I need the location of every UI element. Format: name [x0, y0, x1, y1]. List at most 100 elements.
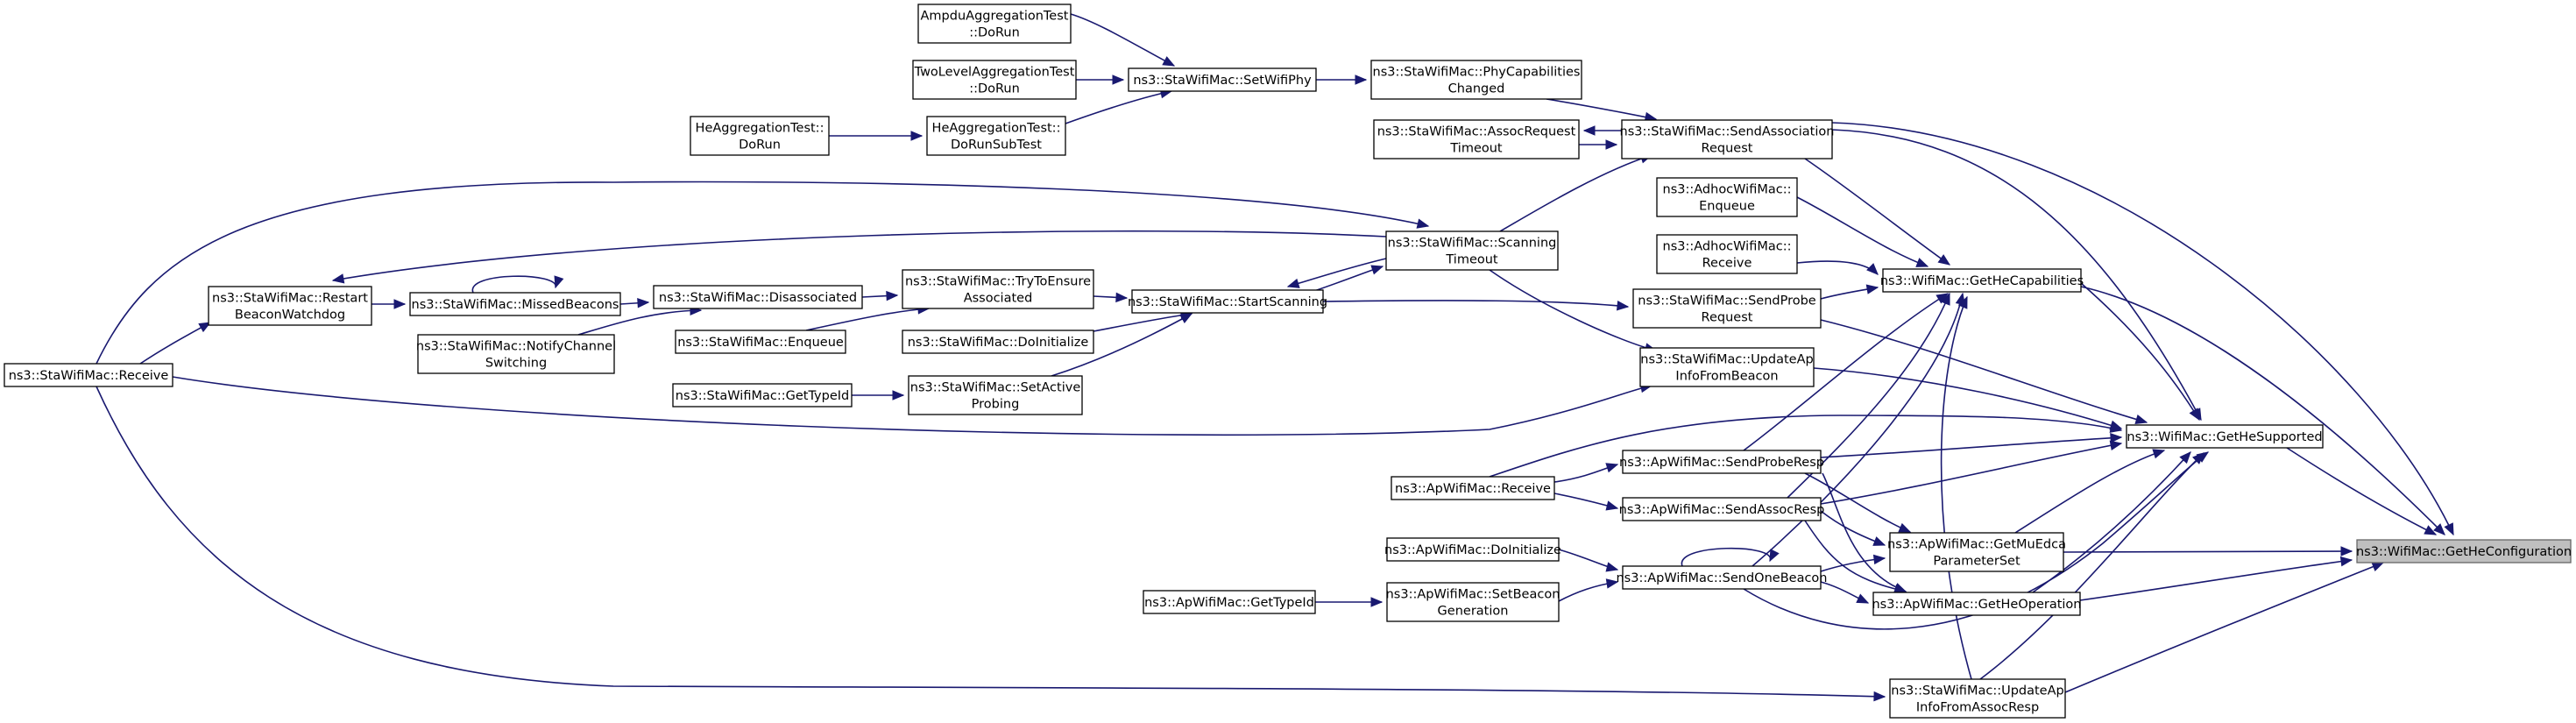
edge-sendonebeacon-to-sendonebeacon	[1681, 547, 1780, 567]
node-heaggdorun[interactable]: HeAggregationTest::DoRun	[690, 116, 830, 156]
node-getheop[interactable]: ns3::ApWifiMac::GetHeOperation	[1872, 592, 2082, 616]
edge-line	[2079, 559, 2353, 601]
arrowhead	[1957, 295, 1968, 309]
node-label: ns3::StaWifiMac::NotifyChannel	[416, 340, 616, 354]
node-updateassocresp[interactable]: ns3::StaWifiMac::UpdateApInfoFromAssocRe…	[1889, 678, 2066, 719]
arrowhead	[393, 299, 407, 309]
node-sendassocresp[interactable]: ns3::ApWifiMac::SendAssocResp	[1619, 497, 1825, 521]
node-box	[1128, 67, 1317, 92]
edge-gethesupported-to-getheconfig	[2286, 447, 2438, 535]
arrowhead	[1865, 284, 1879, 294]
edge-scantimeout-to-restartbeacon	[331, 230, 1387, 284]
node-box	[672, 383, 853, 408]
edge-getheop-to-gethesupported	[2032, 451, 2191, 593]
node-box	[1386, 582, 1560, 622]
edge-setactive-to-startscanning	[1051, 313, 1193, 377]
node-label: TwoLevelAggregationTest	[914, 66, 1075, 80]
edge-line	[2032, 451, 2191, 593]
node-label: HeAggregationTest::	[696, 122, 824, 136]
node-adhocenq[interactable]: ns3::AdhocWifiMac::Enqueue	[1656, 177, 1798, 217]
node-sendproberesp[interactable]: ns3::ApWifiMac::SendProbeResp	[1619, 450, 1824, 474]
arrowhead	[2424, 525, 2438, 535]
edge-line	[1804, 520, 1907, 592]
node-label: Generation	[1438, 605, 1509, 619]
edge-line	[1752, 293, 1964, 567]
node-stagettypeid[interactable]: ns3::StaWifiMac::GetTypeId	[672, 383, 853, 408]
node-label: ns3::ApWifiMac::SetBeacon	[1386, 588, 1560, 602]
node-label: ns3::StaWifiMac::SetActive	[910, 381, 1081, 395]
edge-sendassocresp-to-gethecap	[1787, 292, 1950, 499]
node-label: ns3::ApWifiMac::SendOneBeacon	[1616, 571, 1827, 585]
arrowhead	[1582, 125, 1596, 136]
arrowhead	[1286, 278, 1300, 288]
edge-line	[1820, 443, 2122, 505]
node-stareceive[interactable]: ns3::StaWifiMac::Receive	[4, 363, 173, 387]
node-sendonebeacon[interactable]: ns3::ApWifiMac::SendOneBeacon	[1616, 565, 1828, 590]
node-box	[1622, 450, 1822, 474]
arrowhead	[2444, 522, 2454, 536]
edge-line	[1820, 436, 2122, 458]
node-label: DoRunSubTest	[951, 138, 1042, 152]
node-apgettypeid[interactable]: ns3::ApWifiMac::GetTypeId	[1143, 590, 1316, 614]
arrowhead	[1115, 292, 1129, 303]
edge-getmuedca-to-gethesupported	[2014, 449, 2166, 534]
node-disassociated[interactable]: ns3::StaWifiMac::Disassociated	[653, 285, 863, 309]
node-label: ns3::StaWifiMac::SendAssociation	[1620, 125, 1835, 139]
node-ampdu[interactable]: AmpduAggregationTest::DoRun	[917, 4, 1072, 44]
node-label: Receive	[1702, 257, 1752, 271]
node-label: ns3::StaWifiMac::Disassociated	[659, 291, 857, 305]
edge-line	[96, 181, 1429, 365]
node-label: ns3::StaWifiMac::GetTypeId	[676, 389, 849, 403]
node-twolevel[interactable]: TwoLevelAggregationTest::DoRun	[912, 60, 1077, 100]
node-gethesupported[interactable]: ns3::WifiMac::GetHeSupported	[2126, 424, 2324, 449]
node-box	[2356, 539, 2572, 564]
arrowhead	[1605, 578, 1619, 589]
node-setwifiphy[interactable]: ns3::StaWifiMac::SetWifiPhy	[1128, 67, 1317, 92]
node-box	[1391, 476, 1555, 500]
node-stadoinit[interactable]: ns3::StaWifiMac::DoInitialize	[902, 330, 1094, 354]
node-missedbeacons[interactable]: ns3::StaWifiMac::MissedBeacons	[409, 292, 621, 316]
node-apreceive[interactable]: ns3::ApWifiMac::Receive	[1391, 476, 1555, 500]
node-box	[675, 330, 846, 354]
node-label: ns3::StaWifiMac::Enqueue	[677, 336, 844, 350]
node-apdoinit[interactable]: ns3::ApWifiMac::DoInitialize	[1384, 537, 1561, 562]
edge-twolevel-to-setwifiphy	[1076, 74, 1125, 85]
node-getheconfig[interactable]: ns3::WifiMac::GetHeConfiguration	[2356, 539, 2572, 564]
node-box	[1872, 592, 2081, 616]
node-heaggsub[interactable]: HeAggregationTest::DoRunSubTest	[926, 116, 1066, 156]
node-adhocrecv[interactable]: ns3::AdhocWifiMac::Receive	[1656, 234, 1798, 274]
node-label: ns3::AdhocWifiMac::	[1663, 240, 1792, 254]
node-label: ns3::StaWifiMac::Receive	[9, 369, 169, 383]
arrowhead	[2340, 546, 2353, 556]
edge-line	[332, 230, 1387, 281]
arrowhead	[886, 290, 899, 301]
node-startscanning[interactable]: ns3::StaWifiMac::StartScanning	[1128, 289, 1327, 314]
arrowhead	[1605, 139, 1618, 150]
edge-stagettypeid-to-setactive	[852, 390, 905, 400]
node-box	[902, 330, 1094, 354]
node-staenqueue[interactable]: ns3::StaWifiMac::Enqueue	[675, 330, 846, 354]
edge-tryensure-to-startscanning	[1093, 292, 1129, 303]
node-gethecap[interactable]: ns3::WifiMac::GetHeCapabilities	[1880, 268, 2084, 293]
node-label: ns3::ApWifiMac::SendProbeResp	[1619, 456, 1824, 470]
arrowhead	[2134, 414, 2148, 425]
arrowhead	[2179, 451, 2191, 464]
node-label: ns3::ApWifiMac::GetMuEdca	[1887, 538, 2066, 552]
edge-sendonebeacon-to-getheop	[1820, 581, 1870, 604]
arrowhead	[1937, 254, 1951, 266]
edge-sendassocreq-to-assoctimeout	[1582, 125, 1622, 136]
node-box	[2126, 424, 2324, 449]
edge-apdoinit-to-sendonebeacon	[1558, 549, 1619, 572]
